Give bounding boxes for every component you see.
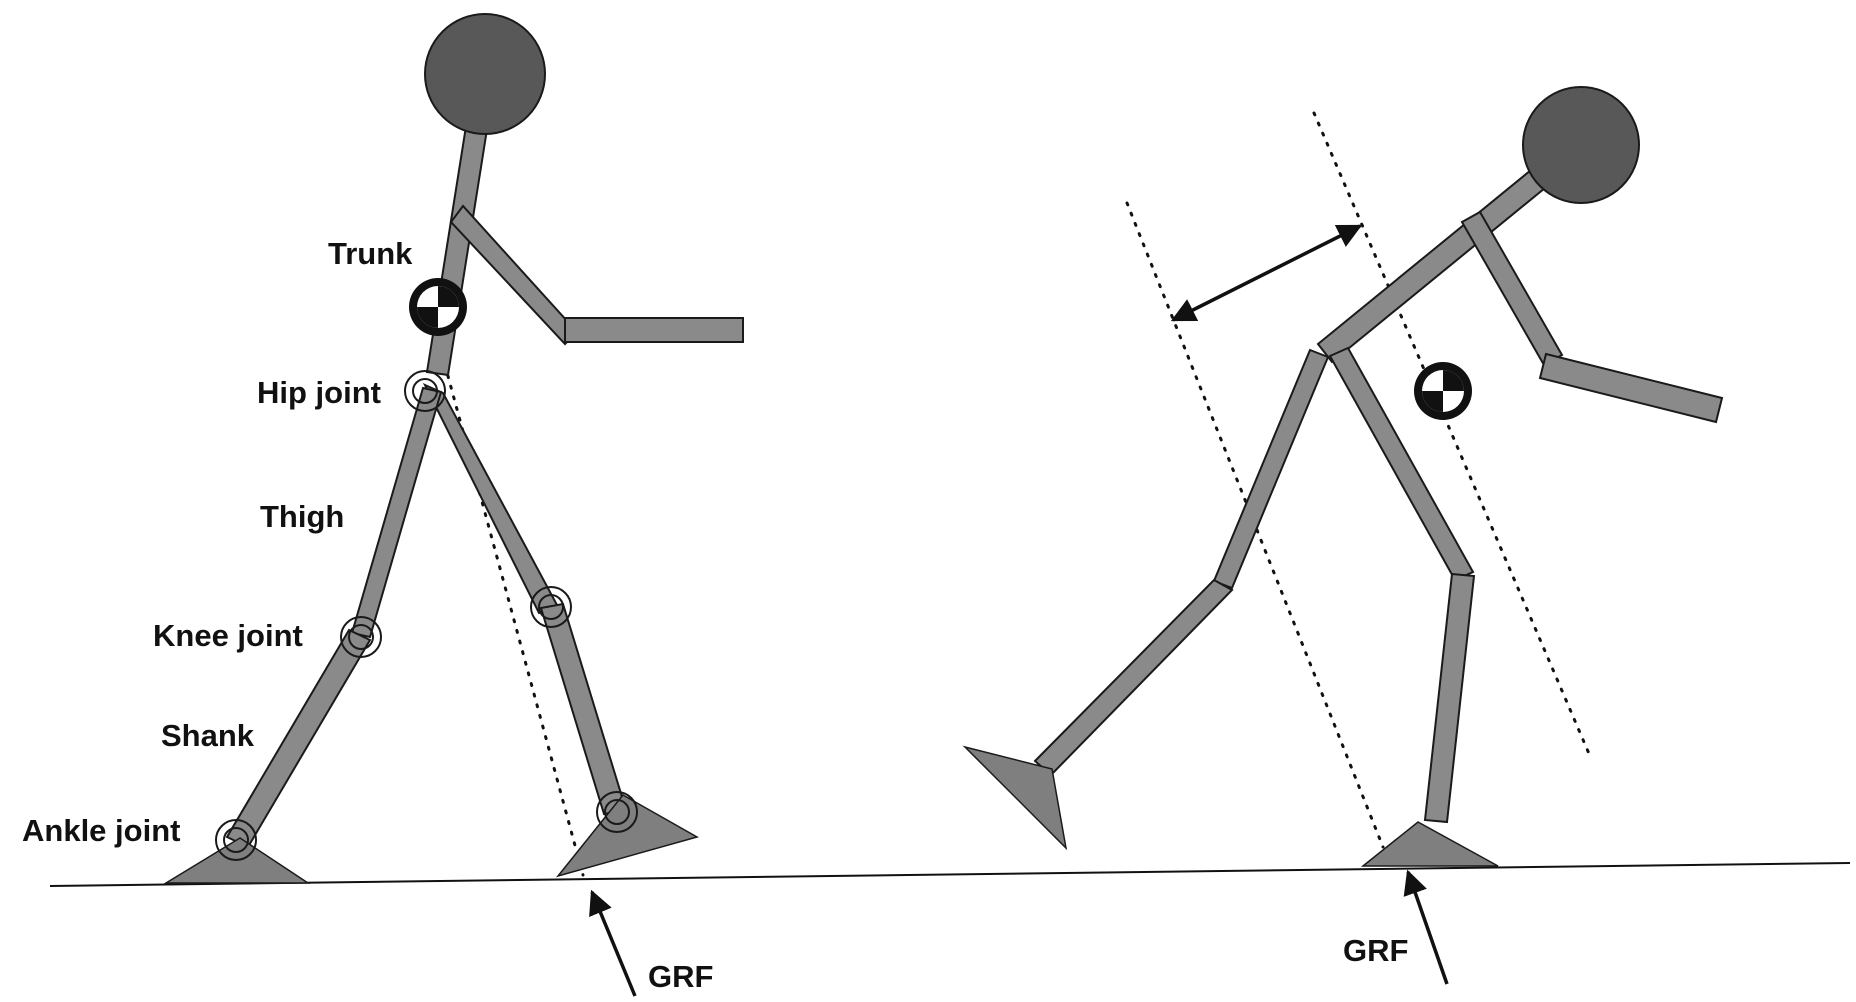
ankle-joint-icon	[215, 819, 257, 861]
right-center-of-mass-icon	[1414, 362, 1472, 420]
ankle-joint-label: Ankle joint	[22, 813, 180, 848]
back-shank-segment	[539, 602, 628, 816]
grf-arrow-left	[589, 889, 637, 997]
knee-joint-label: Knee joint	[153, 618, 303, 653]
forearm-segment	[564, 317, 744, 343]
back-thigh-segment	[422, 382, 559, 615]
right-front-foot	[1360, 821, 1499, 867]
right-front-thigh-segment	[1328, 346, 1475, 582]
right-back-shank-segment	[1033, 578, 1234, 777]
back-ankle-joint-icon	[596, 791, 638, 833]
front-thigh-segment	[350, 386, 443, 639]
center-of-mass-icon	[409, 278, 467, 336]
hip-joint-icon	[404, 370, 446, 412]
leaning-figure: GRF	[962, 86, 1724, 985]
shank-label: Shank	[161, 718, 255, 753]
hip-joint-label: Hip joint	[257, 375, 381, 410]
back-knee-joint-icon	[530, 586, 572, 628]
thigh-label: Thigh	[260, 499, 344, 534]
walking-figure: Trunk Hip joint Thigh Knee joint Shank A…	[22, 13, 744, 997]
back-foot	[555, 794, 699, 878]
knee-joint-icon	[340, 616, 382, 658]
trunk-label: Trunk	[328, 236, 413, 271]
distance-arrow	[1170, 224, 1363, 322]
left-head	[424, 13, 546, 135]
grf-label-right: GRF	[1343, 933, 1408, 968]
right-front-shank-segment	[1423, 572, 1476, 824]
right-upper-arm-segment	[1460, 210, 1564, 367]
grf-arrow-right	[1403, 869, 1449, 985]
right-dotted-line-2	[1312, 111, 1592, 758]
grf-label-left: GRF	[648, 959, 713, 994]
upper-arm-segment	[449, 204, 579, 346]
right-head	[1522, 86, 1640, 204]
right-back-foot	[962, 745, 1068, 851]
right-back-thigh-segment	[1212, 348, 1330, 590]
ground-line	[49, 862, 1851, 887]
right-forearm-segment	[1538, 352, 1724, 424]
